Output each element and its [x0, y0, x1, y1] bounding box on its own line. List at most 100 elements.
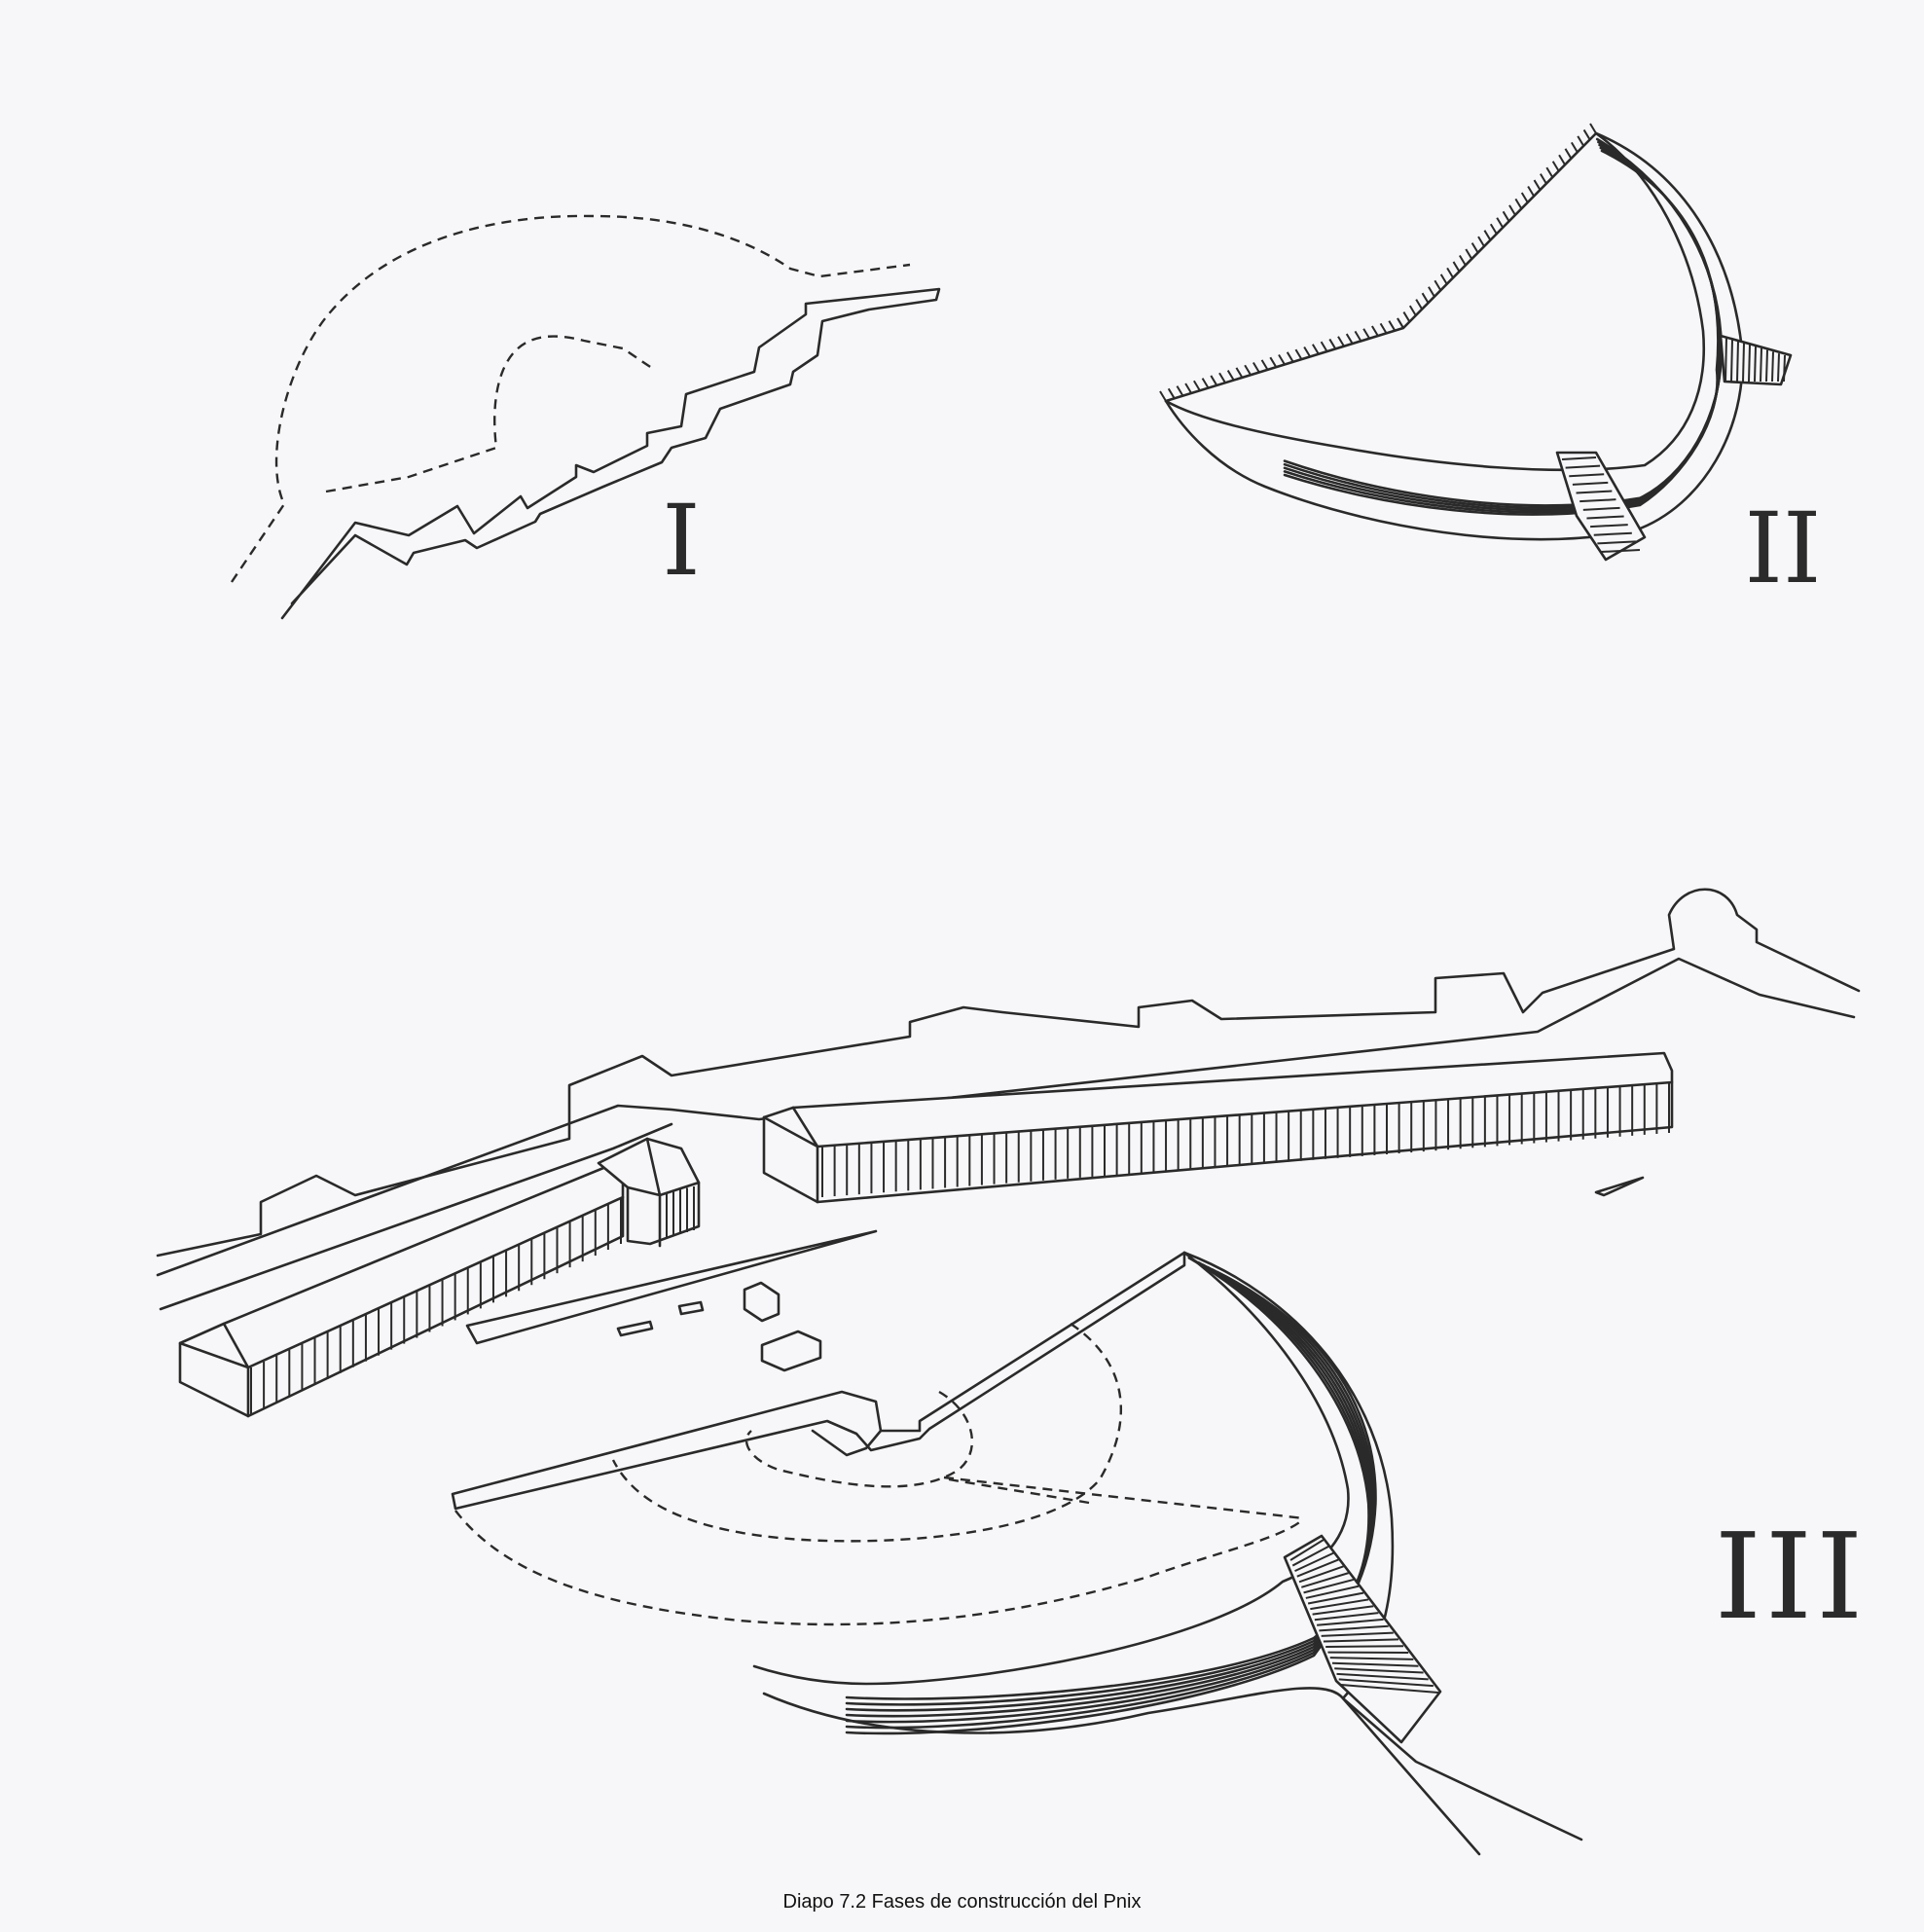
stair-tread: [1310, 1598, 1369, 1611]
stair-tread: [1576, 490, 1613, 494]
seating-row-curve: [1283, 137, 1724, 507]
edge-hatch-tick: [1184, 383, 1193, 394]
phase-3-bema-platform: [451, 1251, 1186, 1511]
phase-2-seating-rows: [1283, 137, 1724, 516]
edge-hatch-tick: [1252, 362, 1260, 374]
phase-2-side-stair-treads: [1724, 337, 1786, 383]
right-stoa-end-face: [762, 1115, 819, 1204]
stair-tread: [1317, 1618, 1384, 1626]
phase-3-cavea-outer: [1182, 1251, 1583, 1841]
stair-tread: [1325, 1645, 1404, 1649]
edge-hatch-tick: [1303, 346, 1312, 357]
edge-hatch-tick: [1564, 148, 1573, 160]
edge-hatch-tick: [1489, 223, 1498, 235]
seating-row-curve: [1283, 143, 1721, 512]
stair-tread: [1301, 1572, 1349, 1588]
edge-hatch-tick: [1545, 166, 1554, 178]
phase-3-dashed-radial-2: [948, 1477, 1096, 1506]
edge-hatch-tick: [1558, 154, 1566, 165]
edge-hatch-tick: [1354, 330, 1362, 342]
phase-3-label: III: [1715, 1508, 1868, 1646]
edge-hatch-tick: [1192, 380, 1201, 391]
edge-hatch-tick: [1502, 210, 1510, 222]
edge-hatch-tick: [1477, 236, 1485, 247]
stair-tread: [1597, 540, 1636, 545]
edge-hatch-tick: [1345, 333, 1354, 345]
stair-tread: [1742, 343, 1745, 383]
left-stoa-body: [178, 1164, 625, 1418]
stair-tread: [1582, 506, 1620, 511]
edge-hatch-tick: [1459, 254, 1467, 266]
phase-3-altar-slab: [760, 1330, 822, 1372]
edge-hatch-tick: [1167, 387, 1176, 399]
phase-2-bottom-stair-treads: [1561, 456, 1641, 553]
phase-3-terrace-lower-edge: [159, 1122, 673, 1311]
stair-tread: [1730, 339, 1733, 383]
stair-tread: [1765, 349, 1768, 383]
stair-tread: [1319, 1624, 1389, 1632]
seating-row-curve: [1283, 146, 1721, 514]
edge-hatch-tick: [1434, 279, 1442, 291]
phase-2-straight-edge: [1164, 131, 1598, 403]
phase-2-label: II: [1744, 492, 1821, 605]
stair-tread: [1600, 549, 1641, 553]
phase-3-right-stoa: [762, 1051, 1674, 1204]
right-stoa-columns: [821, 1082, 1670, 1197]
edge-hatch-tick: [1428, 286, 1435, 298]
stair-tread: [1783, 354, 1786, 383]
edge-hatch-tick: [1589, 123, 1597, 134]
stair-tread: [1593, 531, 1632, 536]
stair-tread: [1334, 1667, 1424, 1674]
edge-hatch-tick: [1439, 273, 1448, 285]
edge-hatch-tick: [1210, 375, 1218, 386]
left-stoa-columns: [250, 1197, 622, 1414]
seating-row-curve: [1283, 149, 1720, 516]
small-building-columns: [666, 1186, 695, 1238]
phase-3-radial-stairway-treads: [1289, 1539, 1439, 1694]
phase-1-outer-dashed-outline: [231, 214, 911, 583]
stair-tread: [1736, 341, 1739, 383]
edge-hatch-tick: [1269, 356, 1278, 368]
edge-hatch-tick: [1570, 141, 1579, 153]
phase-3-middle-wedge: [465, 1229, 878, 1345]
edge-hatch-tick: [1201, 378, 1210, 389]
phase-3-bema-steps: [811, 1429, 883, 1457]
stair-tread: [1312, 1605, 1374, 1616]
phase-2-plan: II: [1159, 123, 1822, 605]
phase-3-terrace-front-edge: [1594, 1176, 1645, 1197]
edge-hatch-tick: [1235, 367, 1244, 379]
edge-hatch-tick: [1328, 338, 1337, 349]
phase-3-altar-cube: [743, 1281, 780, 1323]
phase-3-left-stoa: [178, 1164, 625, 1418]
edge-hatch-tick: [1527, 186, 1535, 198]
stair-tread: [1323, 1638, 1398, 1643]
edge-hatch-tick: [1294, 348, 1303, 360]
stair-tread: [1561, 456, 1597, 460]
stair-tread: [1289, 1539, 1325, 1561]
stair-tread: [1338, 1678, 1434, 1688]
phase-3-dashed-radial-1: [943, 1476, 1305, 1520]
edge-hatch-tick: [1260, 359, 1269, 371]
edge-hatch-tick: [1483, 230, 1492, 241]
edge-hatch-tick: [1496, 217, 1505, 229]
edge-hatch-tick: [1452, 261, 1461, 273]
left-stoa-end-face: [178, 1341, 250, 1418]
edge-hatch-tick: [1362, 328, 1371, 340]
phase-2-edge-hatching: [1159, 123, 1597, 402]
stair-tread: [1314, 1612, 1379, 1622]
edge-hatch-tick: [1582, 128, 1591, 140]
phase-3-small-building: [597, 1137, 701, 1248]
phase-3-dashed-outline-large: [454, 1510, 1305, 1626]
edge-hatch-tick: [1402, 311, 1411, 323]
edge-hatch-tick: [1465, 248, 1473, 260]
edge-hatch-tick: [1311, 344, 1320, 355]
stair-tread: [1329, 1657, 1414, 1660]
edge-hatch-tick: [1337, 336, 1345, 347]
right-stoa-body: [762, 1051, 1674, 1204]
stair-tread: [1754, 346, 1757, 383]
stair-tread: [1303, 1578, 1355, 1594]
edge-hatch-tick: [1370, 325, 1379, 337]
edge-hatch-tick: [1415, 299, 1424, 310]
edge-hatch-tick: [1379, 322, 1388, 334]
edge-hatch-tick: [1408, 305, 1417, 316]
